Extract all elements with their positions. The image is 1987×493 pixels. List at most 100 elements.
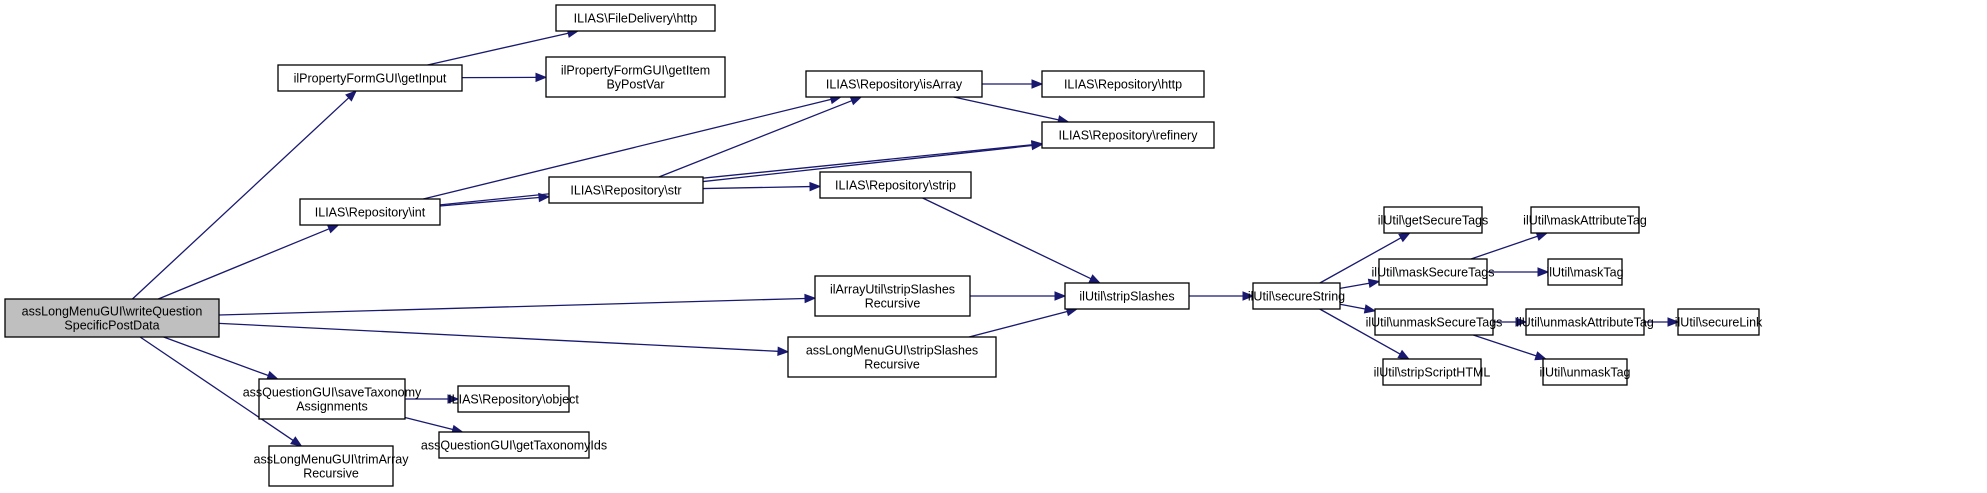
edge-save-taxonomy-to-get-taxonomy-ids [404, 416, 464, 435]
node-unmask-secure-tags[interactable]: ilUtil\unmaskSecureTags [1366, 308, 1503, 336]
node-label: ilUtil\maskAttributeTag [1523, 214, 1647, 228]
arrowhead-icon [1534, 351, 1548, 361]
node-box[interactable] [258, 378, 406, 420]
node-label: ilPropertyFormGUI\getInput [294, 72, 447, 86]
node-box[interactable] [548, 176, 704, 204]
node-box[interactable] [1525, 308, 1645, 336]
edge-strip-slashes-to-secure-string [1189, 291, 1255, 301]
node-strip-script-html[interactable]: ilUtil\stripScriptHTML [1374, 358, 1491, 386]
node-box[interactable] [1542, 358, 1628, 386]
node-label: assLongMenuGUI\trimArray [254, 453, 410, 467]
node-fd-http[interactable]: ILIAS\FileDelivery\http [555, 4, 716, 32]
edge-repo-strip-to-strip-slashes [922, 197, 1102, 284]
node-repo-refinery[interactable]: ILIAS\Repository\refinery [1041, 121, 1215, 149]
arrowhead-icon [447, 394, 460, 404]
node-root[interactable]: assLongMenuGUI\writeQuestionSpecificPost… [4, 298, 220, 338]
node-box[interactable] [1041, 121, 1215, 149]
node-label: ilUtil\maskSecureTags [1372, 266, 1495, 280]
node-box[interactable] [787, 336, 997, 378]
nodes-layer: assLongMenuGUI\writeQuestionSpecificPost… [4, 4, 1763, 487]
edge-line [702, 144, 1033, 183]
edge-line [139, 336, 294, 441]
node-unmask-attribute-tag[interactable]: ilUtil\unmaskAttributeTag [1516, 308, 1654, 336]
edge-line [404, 416, 454, 431]
edge-line [218, 297, 806, 316]
arrowhead-icon [290, 436, 303, 447]
node-repo-strip[interactable]: ILIAS\Repository\strip [819, 171, 972, 199]
node-box[interactable] [277, 64, 463, 92]
node-box[interactable] [457, 385, 570, 413]
node-secure-string[interactable]: ilUtil\secureString [1248, 282, 1345, 310]
node-get-taxonomy-ids[interactable]: assQuestionGUI\getTaxonomyIds [421, 431, 607, 459]
edge-root-to-get-input [131, 90, 358, 300]
node-get-input[interactable]: ilPropertyFormGUI\getInput [277, 64, 463, 92]
node-box[interactable] [805, 70, 983, 98]
edge-get-input-to-get-item-by-post-var [461, 72, 548, 83]
edge-line [439, 196, 540, 207]
node-box[interactable] [1041, 70, 1205, 98]
node-mask-attribute-tag[interactable]: ilUtil\maskAttributeTag [1523, 206, 1647, 234]
node-box[interactable] [299, 198, 441, 226]
node-box[interactable] [1374, 308, 1494, 336]
node-box[interactable] [814, 275, 971, 317]
node-repo-object[interactable]: ILIAS\Repository\object [448, 385, 579, 413]
node-box[interactable] [268, 445, 394, 487]
arrowhead-icon [1031, 79, 1044, 89]
node-repo-http[interactable]: ILIAS\Repository\http [1041, 70, 1205, 98]
node-unmask-tag[interactable]: ilUtil\unmaskTag [1539, 358, 1631, 386]
edge-root-to-alm-strip-slashes-rec [218, 322, 790, 357]
arrowhead-icon [1398, 232, 1411, 243]
arrowhead-icon [849, 96, 863, 106]
node-box[interactable] [819, 171, 972, 199]
node-box[interactable] [1547, 258, 1623, 286]
node-box[interactable] [1530, 206, 1640, 234]
edge-line [1319, 237, 1402, 284]
node-mask-secure-tags[interactable]: ilUtil\maskSecureTags [1372, 258, 1495, 286]
node-box[interactable] [1252, 282, 1341, 310]
arrowhead-icon [538, 192, 551, 203]
node-box[interactable] [1677, 308, 1760, 336]
node-box[interactable] [4, 298, 220, 338]
arrowhead-icon [1031, 140, 1044, 151]
node-get-secure-tags[interactable]: ilUtil\getSecureTags [1378, 206, 1488, 234]
node-box[interactable] [1064, 282, 1190, 310]
edge-root-to-trim-array-rec [139, 336, 303, 447]
node-box[interactable] [1378, 258, 1488, 286]
edge-secure-string-to-get-secure-tags [1319, 232, 1411, 284]
node-label: ILIAS\Repository\strip [835, 179, 956, 193]
node-repo-is-array[interactable]: ILIAS\Repository\isArray [805, 70, 983, 98]
node-box[interactable] [1383, 206, 1483, 234]
node-box[interactable] [555, 4, 716, 32]
edge-unmask-attribute-tag-to-secure-link [1644, 317, 1680, 327]
node-label: assQuestionGUI\getTaxonomyIds [421, 439, 607, 453]
node-repo-str[interactable]: ILIAS\Repository\str [548, 176, 704, 204]
node-mask-tag[interactable]: ilUtil\maskTag [1546, 258, 1624, 286]
edge-line [439, 144, 1033, 206]
edge-save-taxonomy-to-repo-object [405, 394, 460, 404]
node-label: ilUtil\stripSlashes [1079, 290, 1174, 304]
edge-line [131, 97, 350, 300]
node-label: ilUtil\stripScriptHTML [1374, 366, 1491, 380]
node-strip-slashes[interactable]: ilUtil\stripSlashes [1064, 282, 1190, 310]
edge-secure-string-to-mask-secure-tags [1339, 278, 1381, 289]
node-repo-int[interactable]: ILIAS\Repository\int [299, 198, 441, 226]
node-box[interactable] [1382, 358, 1482, 386]
arrowhead-icon [809, 181, 822, 192]
edge-line [218, 322, 779, 352]
node-label: ilUtil\maskTag [1546, 266, 1623, 280]
node-label: ilPropertyFormGUI\getItem [561, 64, 710, 78]
edge-unmask-secure-tags-to-unmask-tag [1473, 334, 1548, 361]
arrowhead-icon [345, 90, 358, 102]
node-label: ilUtil\unmaskAttributeTag [1516, 316, 1654, 330]
node-label: Recursive [864, 358, 920, 372]
arrowhead-icon [1088, 274, 1102, 284]
node-box[interactable] [545, 56, 726, 98]
node-box[interactable] [438, 431, 590, 459]
node-secure-link[interactable]: ilUtil\secureLink [1675, 308, 1763, 336]
